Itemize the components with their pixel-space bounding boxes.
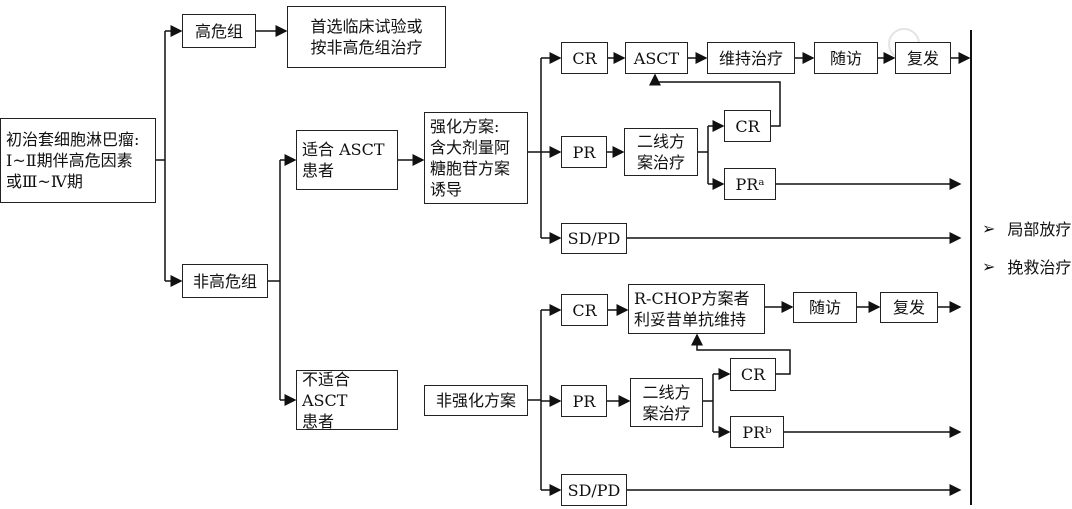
bottom-cr-box: CR [561,294,608,326]
non-intensive-box: 非强化方案 [424,385,528,416]
bottom-pr-box: PR [561,385,607,417]
asct-box: ASCT [625,42,688,74]
asct-ineligible-box: 不适合ASCT 患者 [296,370,398,431]
bottom-second-line-box: 二线方 案治疗 [630,378,703,427]
non-high-risk-box: 非高危组 [182,264,268,298]
asct-eligible-box: 适合 ASCT 患者 [296,130,398,190]
arrowhead-bullet-icon: ➢ [982,256,996,276]
top-pr-box: PR [561,136,607,168]
top-pr2-box: PRᵃ [724,168,776,200]
bottom-relapse-box: 复发 [880,292,938,323]
outcome-salvage-therapy: ➢挽救治疗 [982,256,1072,278]
maintenance-box: 维持治疗 [707,42,795,74]
initial-diagnosis-box: 初治套细胞淋巴瘤: Ⅰ~Ⅱ期伴高危因素 或Ⅲ~Ⅳ期 [0,118,156,203]
high-risk-action-box: 首选临床试验或 按非高危组治疗 [287,6,446,68]
bottom-followup-box: 随访 [793,292,857,323]
outcome-local-radiotherapy: ➢局部放疗 [982,218,1072,240]
top-sdpd-box: SD/PD [561,223,627,254]
intensive-regimen-box: 强化方案: 含大剂量阿 糖胞苷方案 诱导 [424,112,528,204]
bottom-sdpd-box: SD/PD [561,474,627,506]
bottom-pr2-box: PRᵇ [730,416,784,448]
top-cr2-box: CR [724,110,771,142]
top-followup-box: 随访 [814,42,878,74]
bottom-cr2-box: CR [730,358,776,391]
high-risk-box: 高危组 [182,14,256,48]
top-second-line-box: 二线方 案治疗 [624,128,698,176]
arrowhead-bullet-icon: ➢ [982,218,996,238]
top-cr-box: CR [561,42,608,74]
rchop-maintenance-box: R-CHOP方案者 利妥昔单抗维持 [628,284,765,334]
top-relapse-box: 复发 [895,42,951,74]
